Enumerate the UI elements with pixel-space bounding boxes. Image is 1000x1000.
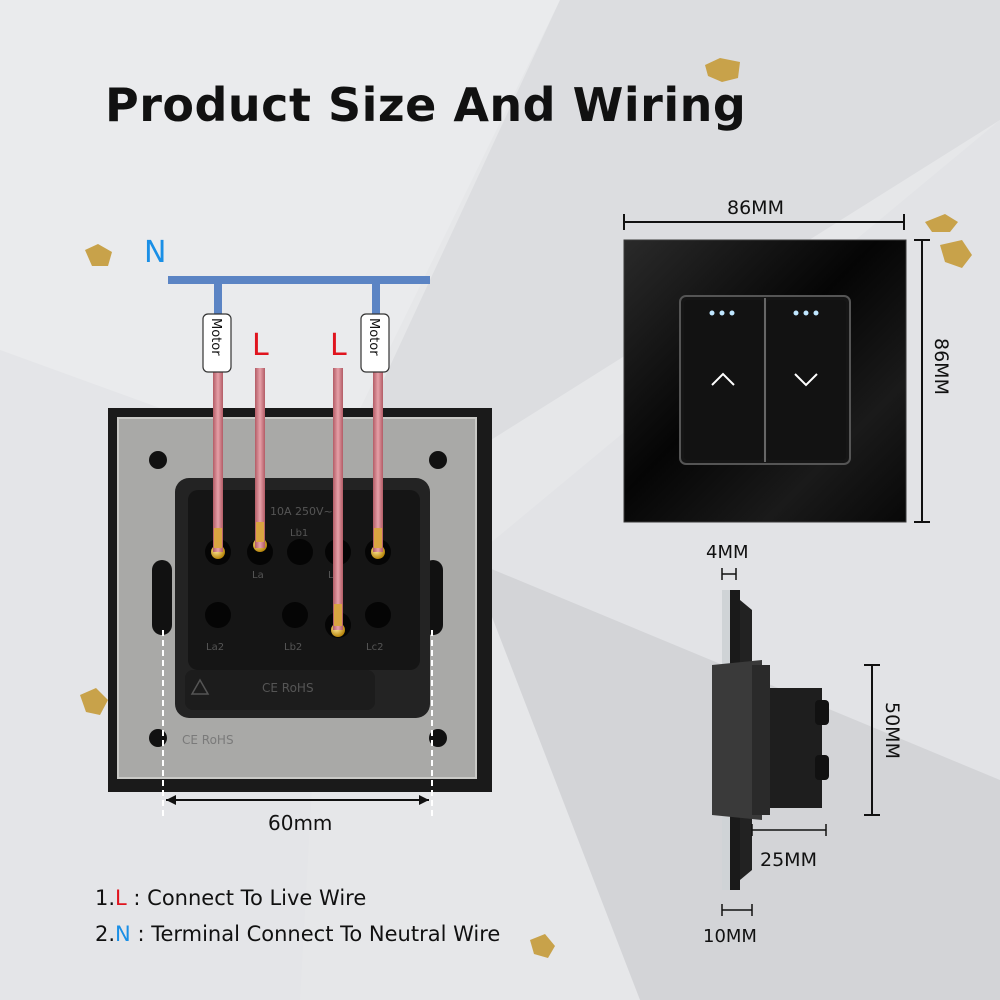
down-button[interactable] xyxy=(767,300,846,460)
chevron-down-icon xyxy=(794,373,818,387)
note-live-letter: L xyxy=(115,886,127,910)
live-wire-1 xyxy=(255,368,265,548)
side-rocker xyxy=(712,660,762,820)
front-height-label: 86MM xyxy=(930,338,952,395)
live-label-2: L xyxy=(330,328,347,363)
indicator-dots-left xyxy=(709,310,735,316)
glass-thickness-label: 4MM xyxy=(706,542,749,563)
note-neutral-letter: N xyxy=(115,922,131,946)
terminal-lc2: Lc2 xyxy=(366,642,383,653)
chevron-up-icon xyxy=(711,372,735,386)
body-depth-label: 25MM xyxy=(760,849,817,871)
width-60mm-label: 60mm xyxy=(268,811,332,835)
terminal-la2: La2 xyxy=(206,642,224,653)
live-label-1: L xyxy=(252,328,269,363)
motor-wire-1 xyxy=(213,370,223,552)
switch-front-view: 86MM 86MM xyxy=(623,197,952,523)
up-button[interactable] xyxy=(684,300,763,460)
neutral-label: N xyxy=(144,235,166,270)
module-marks: CE RoHS xyxy=(262,681,314,695)
neutral-bus xyxy=(168,276,430,324)
note-neutral-number: 2. xyxy=(95,922,116,946)
page-title: Product Size And Wiring xyxy=(105,78,747,132)
svg-text:Motor: Motor xyxy=(366,318,381,356)
side-body xyxy=(770,688,822,808)
switch-side-view: 4MM 50MM 25MM 10MM xyxy=(703,542,903,947)
depth-label: 50MM xyxy=(881,702,903,759)
svg-text:Motor: Motor xyxy=(208,318,223,356)
front-width-label: 86MM xyxy=(727,197,784,219)
wires xyxy=(213,368,383,630)
motor-tag-1: Motor xyxy=(202,313,232,373)
panel-thickness-label: 10MM xyxy=(703,926,757,947)
note-neutral: 2.N : Terminal Connect To Neutral Wire xyxy=(95,922,500,946)
indicator-dots-right xyxy=(793,310,819,316)
width-dimension-60mm: 60mm xyxy=(162,630,433,835)
note-neutral-text: : Terminal Connect To Neutral Wire xyxy=(130,922,501,946)
motor-wire-2 xyxy=(373,370,383,552)
note-live-number: 1. xyxy=(95,886,116,910)
frame-marks: CE RoHS xyxy=(182,733,234,747)
switch-back-view: 10A 250V~ Lb1 La Lb La2 Lb2 Lc2 CE RoHS … xyxy=(108,408,492,792)
note-live: 1.L : Connect To Live Wire xyxy=(95,886,366,910)
live-wire-2 xyxy=(333,368,343,630)
terminal-la: La xyxy=(252,570,264,581)
motor-tag-2: Motor xyxy=(360,313,390,373)
terminal-lb2: Lb2 xyxy=(284,642,302,653)
terminal-lb1: Lb1 xyxy=(290,528,308,539)
gold-flakes xyxy=(80,58,972,958)
note-live-text: : Connect To Live Wire xyxy=(126,886,367,910)
rating-text: 10A 250V~ xyxy=(270,505,333,518)
